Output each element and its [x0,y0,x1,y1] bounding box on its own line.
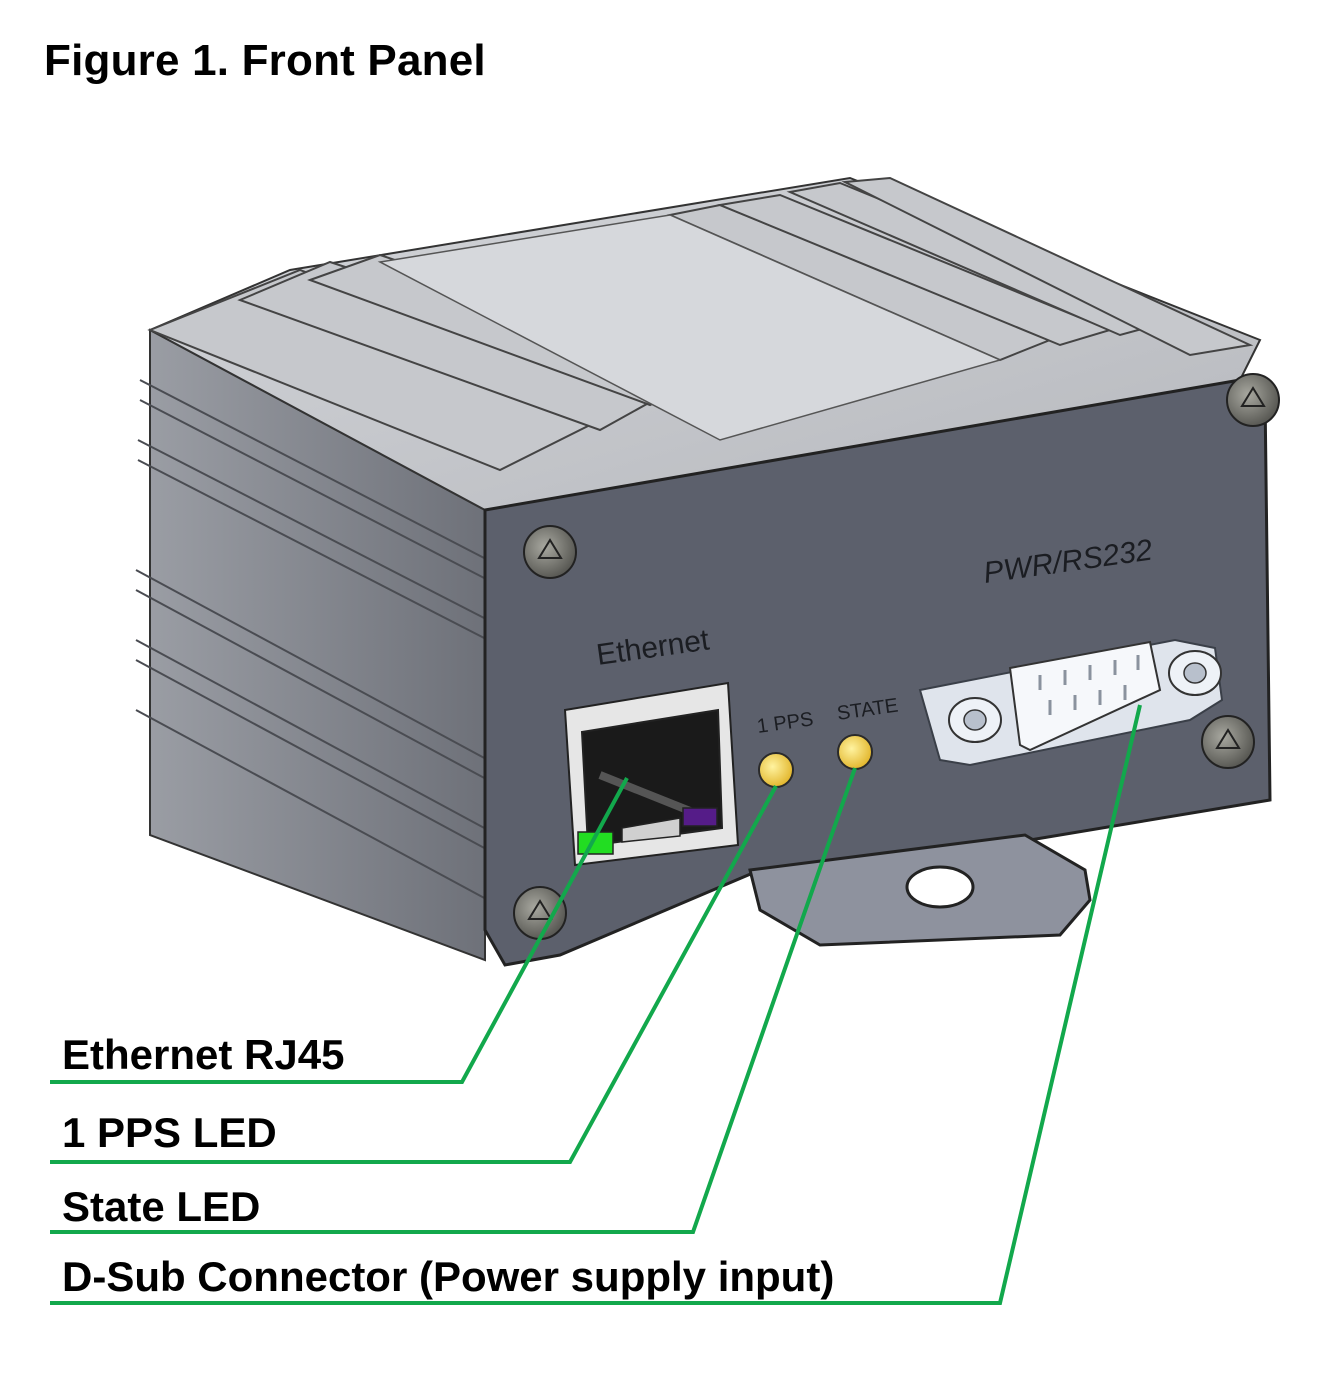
screw-icon [523,525,577,579]
state-led [837,734,873,770]
leader-pps [50,785,778,1164]
activity-led [682,807,718,827]
callout-pps-led: 1 PPS LED [62,1109,277,1156]
side-fins [135,379,489,901]
dsub-connector [918,638,1224,767]
callout-ethernet-rj45: Ethernet RJ45 [62,1031,345,1078]
leader-lines [50,704,1142,1305]
leader-dsub [50,704,1142,1305]
leader-ethernet [50,777,629,1084]
screw-icon [1226,373,1280,427]
mounting-hole [905,865,975,909]
callout-state-led: State LED [62,1183,261,1230]
device-enclosure: Ethernet 1 PPS STATE PWR/RS232 [135,176,1280,967]
top-flat [377,214,1003,441]
rj45-port [563,681,740,867]
figure-title: Figure 1. Front Panel [44,36,486,85]
leader-state [50,767,857,1234]
screw-icon [1201,715,1255,769]
callout-dsub-connector: D-Sub Connector (Power supply input) [62,1253,835,1300]
screw-icon [513,886,567,940]
pps-led [758,752,794,788]
